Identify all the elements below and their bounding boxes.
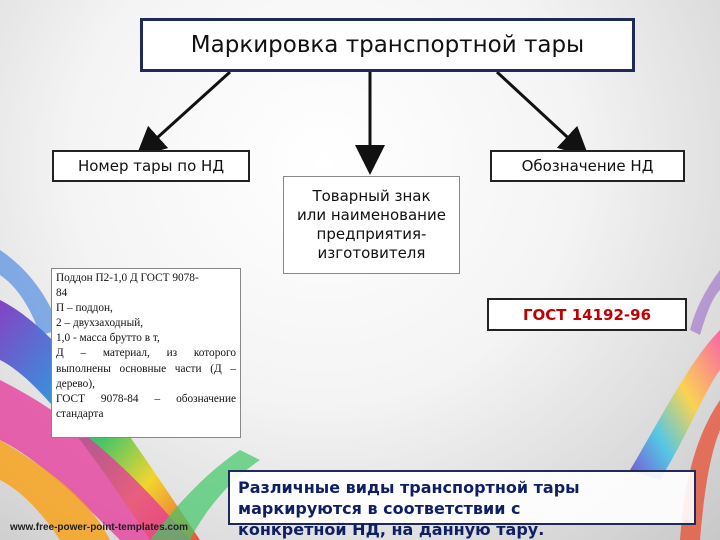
node-trademark: Товарный знак или наименование предприят…: [283, 176, 460, 274]
watermark: www.free-power-point-templates.com: [10, 522, 188, 533]
detail-line: Поддон П2-1,0 Д ГОСТ 9078-: [56, 271, 236, 286]
detail-line: 2 – двухзаходный,: [56, 316, 236, 331]
detail-example: Поддон П2-1,0 Д ГОСТ 9078- 84 П – поддон…: [51, 268, 241, 438]
detail-line: П – поддон,: [56, 301, 236, 316]
detail-line: 1,0 - масса брутто в т,: [56, 331, 236, 346]
node-standard-designation: Обозначение НД: [490, 150, 685, 182]
detail-line: ГОСТ 9078-84 – обозначение стандарта: [56, 392, 236, 422]
footer-note: Различные виды транспортной тары маркиру…: [228, 470, 696, 525]
detail-line: 84: [56, 286, 236, 301]
node-container-number: Номер тары по НД: [52, 150, 250, 182]
detail-line: Д – материал, из которого выполнены осно…: [56, 346, 236, 391]
node-gost-standard: ГОСТ 14192-96: [487, 298, 687, 331]
diagram-title: Маркировка транспортной тары: [140, 18, 635, 72]
